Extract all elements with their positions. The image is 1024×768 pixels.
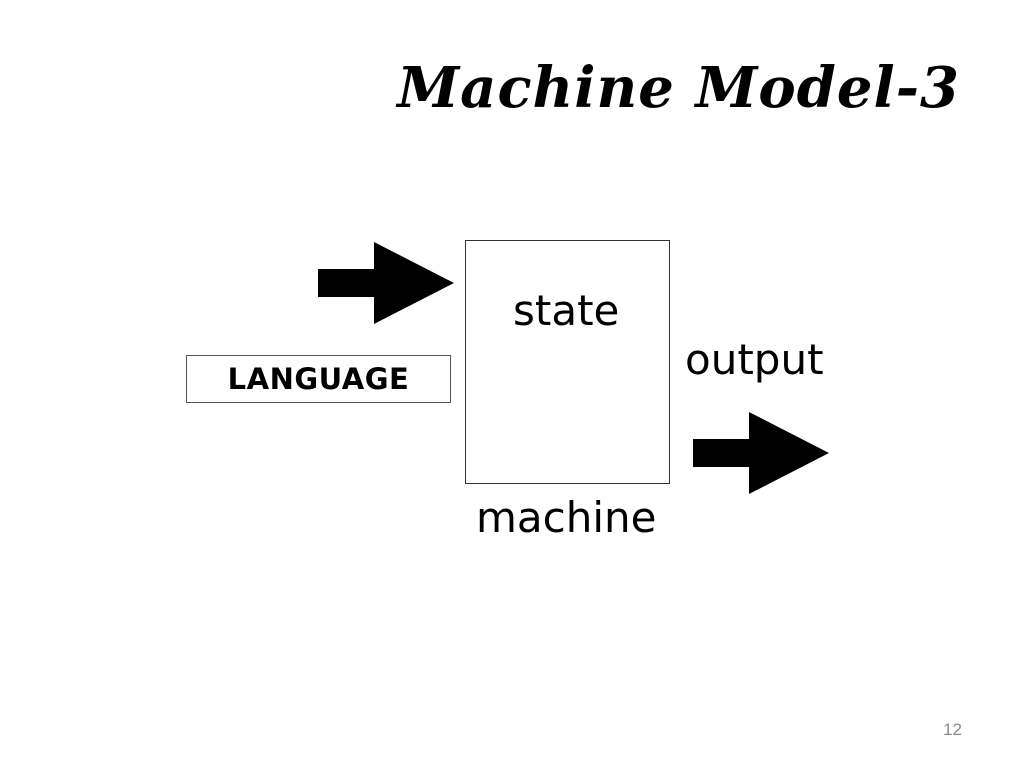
output-arrow-icon bbox=[693, 412, 829, 494]
language-label: LANGUAGE bbox=[227, 362, 410, 396]
page-number: 12 bbox=[943, 720, 962, 739]
slide-title: Machine Model-3 bbox=[397, 55, 960, 121]
machine-box bbox=[465, 240, 670, 484]
input-arrow-icon bbox=[318, 242, 454, 324]
language-box: LANGUAGE bbox=[186, 355, 451, 403]
machine-label: machine bbox=[476, 493, 657, 542]
output-label: output bbox=[685, 335, 824, 384]
state-label: state bbox=[513, 286, 620, 335]
